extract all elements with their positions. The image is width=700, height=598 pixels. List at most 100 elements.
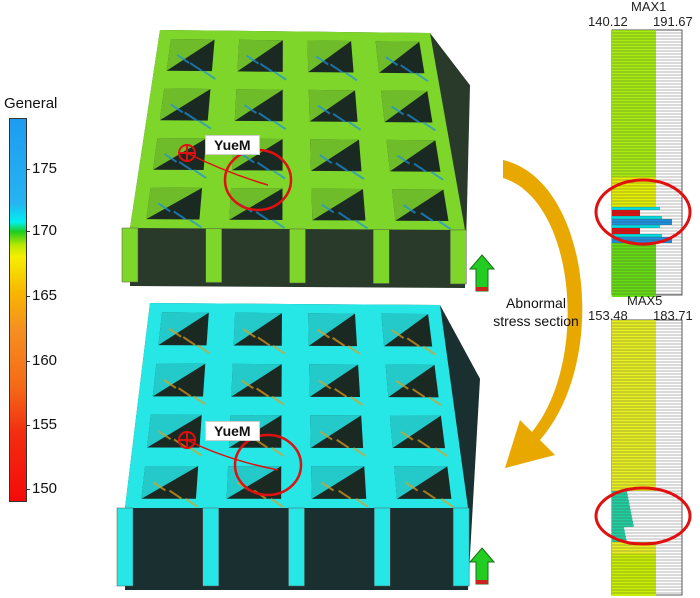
stress-streak: [271, 395, 285, 406]
log-bar: [612, 126, 656, 129]
colorbar-title: General: [4, 95, 58, 112]
well-label-bottom: YueM: [205, 421, 260, 441]
log-bar: [612, 437, 656, 440]
log-bar: [612, 69, 656, 72]
stress-streak: [273, 70, 287, 81]
log-bar: [612, 186, 656, 189]
cell-wall: [226, 466, 282, 499]
stress-streak: [272, 344, 286, 355]
stress-streak: [351, 170, 365, 180]
cell-wall: [386, 139, 436, 172]
curved-arrow-icon: [503, 160, 583, 468]
log-bar: [612, 563, 656, 566]
up-arrow-base: [476, 580, 488, 584]
log-bar: [612, 120, 656, 123]
stress-streak: [240, 379, 254, 390]
stress-streak: [420, 212, 434, 222]
log-bar: [612, 96, 656, 99]
stress-streak: [170, 103, 184, 114]
log-bar: [612, 279, 656, 282]
grid-column: [452, 507, 470, 587]
stress-streak: [402, 204, 416, 214]
colorbar-tick: 160: [25, 352, 58, 369]
log-bar: [612, 359, 656, 362]
stress-streak: [395, 380, 409, 390]
stress-streak: [422, 345, 436, 356]
log-bar: [612, 362, 656, 365]
cell-wall: [159, 88, 211, 121]
stress-streak: [336, 438, 350, 449]
stress-streak: [355, 498, 369, 508]
cell-wall: [310, 139, 359, 171]
log-bar: [612, 566, 656, 569]
stress-streak: [354, 219, 369, 230]
log-bar: [612, 530, 625, 533]
stress-streak: [319, 430, 333, 441]
stress-streak: [337, 211, 352, 222]
grid-column: [289, 228, 306, 284]
cell-wall: [229, 188, 283, 220]
cell-wall: [166, 39, 215, 71]
log-bar: [612, 210, 640, 213]
stress-streak: [350, 396, 364, 406]
annotation-line2: stress section: [493, 313, 579, 329]
log-bar: [612, 479, 656, 482]
stress-streak: [422, 489, 436, 500]
cell-wall: [389, 415, 441, 448]
stress-streak: [320, 481, 335, 492]
cell-wall: [152, 363, 206, 397]
grid-column: [288, 507, 305, 587]
stress-streak: [335, 162, 349, 172]
log-bar: [612, 42, 656, 45]
log-bar: [612, 108, 656, 111]
cell-wall: [311, 188, 363, 221]
stress-streak: [347, 345, 361, 355]
log-bar: [612, 350, 656, 353]
log-bar: [612, 344, 656, 347]
log-bar: [612, 267, 656, 270]
highlight-ellipse-log1: [594, 178, 692, 246]
log-bar: [612, 473, 656, 476]
log-bar: [612, 374, 656, 377]
log-bar: [612, 446, 656, 449]
stress-streak: [242, 328, 256, 339]
log-bar: [612, 219, 672, 222]
log-bar: [612, 117, 656, 120]
log-bar: [612, 111, 656, 114]
stress-streak: [163, 153, 178, 163]
cell-wall: [307, 40, 352, 73]
log-bar: [612, 189, 656, 192]
highlight-ellipse: [233, 433, 303, 497]
cell-wall: [308, 313, 356, 346]
grid-column: [450, 229, 467, 285]
log-bar: [612, 102, 656, 105]
log-bar: [612, 192, 656, 195]
log-bar: [612, 347, 656, 350]
log-bar: [612, 401, 656, 404]
log-bar: [612, 476, 656, 479]
up-arrow-base: [476, 287, 488, 291]
log-bar: [612, 87, 656, 90]
log-bar: [612, 482, 656, 485]
log-bar: [612, 90, 656, 93]
log-bar: [612, 524, 634, 527]
colorbar-tick: 165: [25, 287, 58, 304]
log-bar: [612, 132, 656, 135]
log-bar: [612, 174, 656, 177]
grid-column: [121, 227, 139, 283]
log-bar: [612, 332, 656, 335]
log-bar: [612, 162, 656, 165]
log-max-max1: 191.67: [653, 14, 693, 29]
well-trajectory: [186, 439, 279, 471]
stress-streak: [193, 395, 207, 406]
cell-wall: [385, 364, 435, 398]
log-bar: [612, 159, 656, 162]
log-bar: [612, 195, 656, 198]
stress-streak: [272, 169, 286, 180]
log-bar: [612, 183, 656, 186]
log-bar: [612, 548, 656, 551]
log-bar: [612, 66, 656, 69]
log-bar: [612, 554, 656, 557]
stress-streak: [317, 104, 331, 115]
stress-streak: [430, 170, 444, 181]
